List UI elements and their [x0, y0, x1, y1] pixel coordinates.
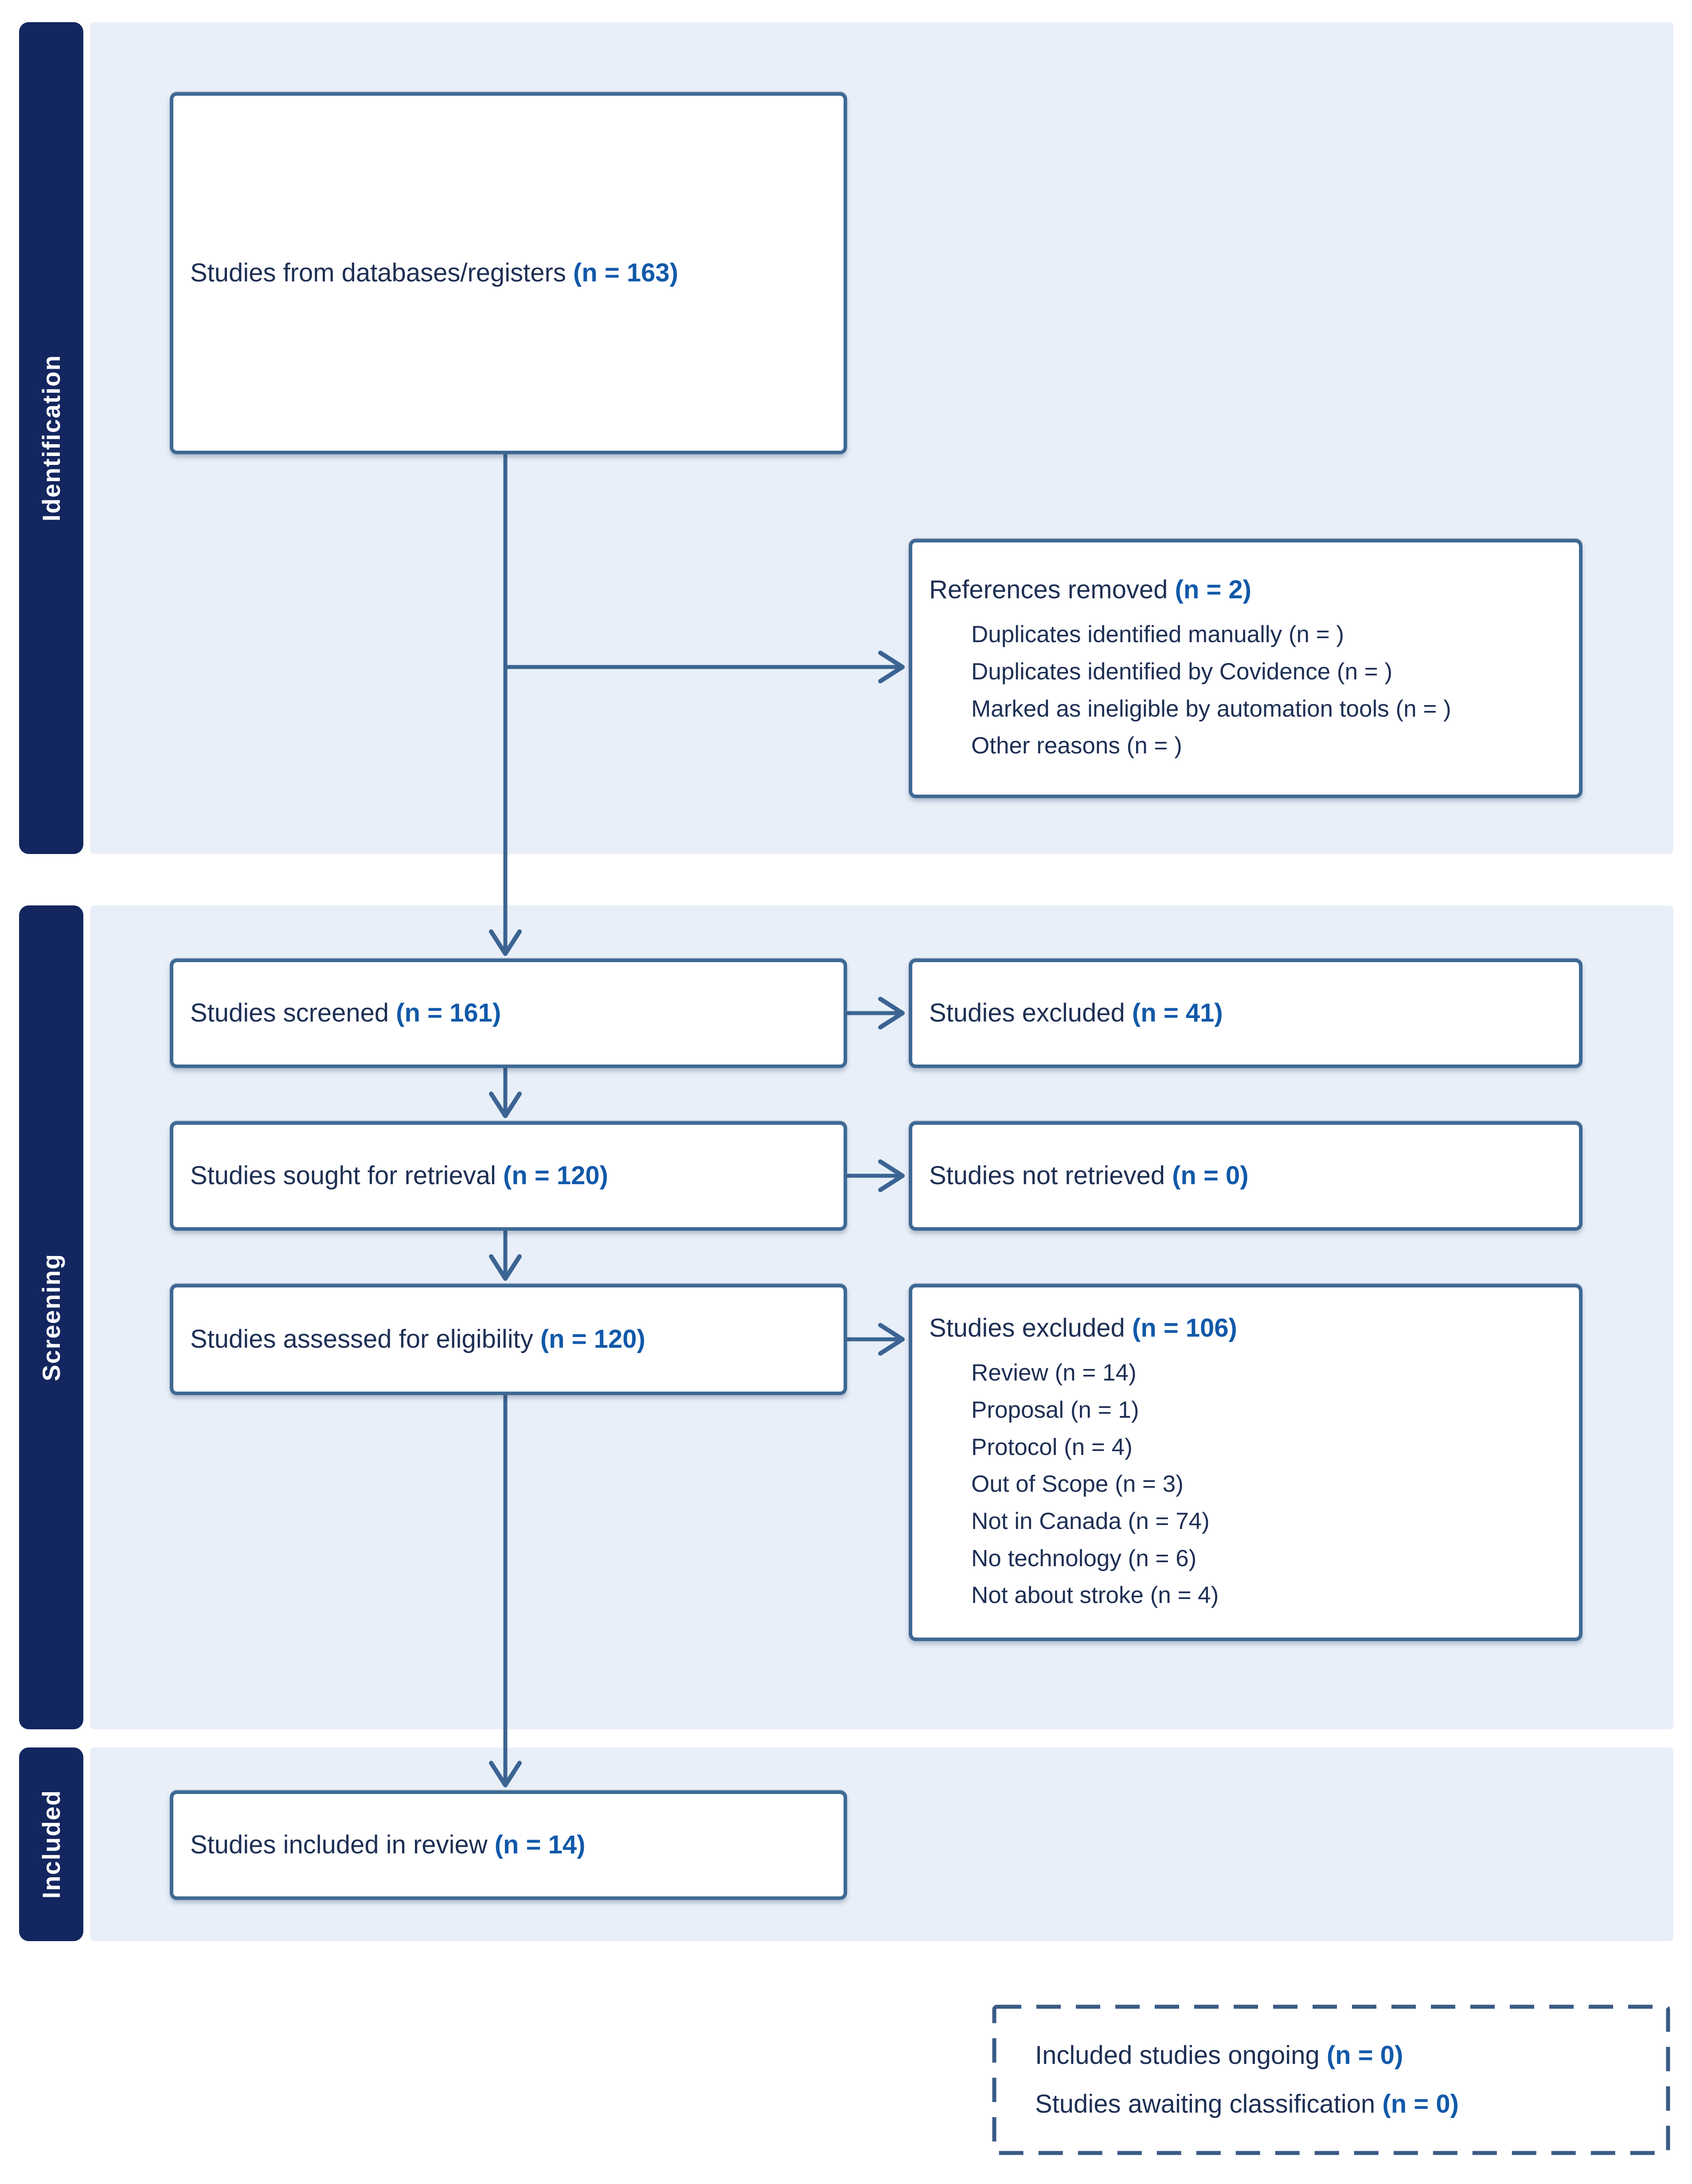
- removal-reason-item: Duplicates identified by Covidence (n = …: [971, 658, 1393, 685]
- box-count: (n = 163): [573, 258, 678, 288]
- arrow-sought-to-not-retrieved: [847, 1159, 905, 1192]
- box-studies-included-review: Studies included in review (n = 14): [170, 1790, 847, 1900]
- arrow-sought-to-assessed: [489, 1231, 522, 1281]
- box-studies-sought-retrieval: Studies sought for retrieval (n = 120): [170, 1121, 847, 1231]
- box-count: (n = 106): [1132, 1313, 1237, 1342]
- exclusion-reason-item: No technology (n = 6): [971, 1545, 1197, 1572]
- arrow-assessed-to-included: [489, 1395, 522, 1787]
- arrow-screened-to-excluded: [847, 997, 905, 1030]
- box-label: References removed: [929, 575, 1168, 604]
- exclusion-reason-item: Proposal (n = 1): [971, 1396, 1139, 1423]
- box-studies-assessed-eligibility: Studies assessed for eligibility (n = 12…: [170, 1284, 847, 1395]
- box-references-removed: References removed (n = 2) Duplicates id…: [909, 539, 1583, 798]
- arrow-screened-to-sought: [489, 1068, 522, 1118]
- box-label: Studies sought for retrieval: [190, 1161, 496, 1190]
- exclusion-reason-item: Out of Scope (n = 3): [971, 1471, 1184, 1498]
- box-label: Studies assessed for eligibility: [190, 1325, 533, 1354]
- box-count: (n = 161): [396, 998, 501, 1028]
- box-count: (n = 0): [1326, 2040, 1403, 2070]
- box-count: (n = 120): [540, 1325, 645, 1354]
- arrow-assessed-to-excluded-eligibility: [847, 1323, 905, 1356]
- removal-reason-item: Duplicates identified manually (n = ): [971, 621, 1344, 648]
- box-label: Studies screened: [190, 998, 389, 1028]
- box-count: (n = 41): [1132, 998, 1223, 1028]
- box-studies-excluded-eligibility: Studies excluded (n = 106) Review (n = 1…: [909, 1284, 1583, 1641]
- box-count: (n = 2): [1175, 575, 1251, 604]
- arrow-databases-to-screened: [489, 454, 522, 956]
- box-label: Studies from databases/registers: [190, 258, 566, 288]
- exclusion-reason-item: Protocol (n = 4): [971, 1434, 1133, 1460]
- box-count: (n = 14): [494, 1830, 586, 1860]
- included-stage-bar: Included: [19, 1747, 83, 1941]
- arrow-trunk-to-references-removed: [505, 651, 905, 683]
- exclusion-reason-item: Not in Canada (n = 74): [971, 1508, 1210, 1535]
- box-awaiting-classification: Included studies ongoing (n = 0) Studies…: [994, 2007, 1668, 2153]
- exclusion-reasons-list: Review (n = 14) Proposal (n = 1) Protoco…: [929, 1354, 1561, 1614]
- removal-reason-item: Marked as ineligible by automation tools…: [971, 695, 1451, 722]
- exclusion-reason-item: Review (n = 14): [971, 1360, 1137, 1386]
- box-studies-not-retrieved: Studies not retrieved (n = 0): [909, 1121, 1583, 1231]
- box-label: Studies excluded: [929, 1313, 1125, 1342]
- removal-reasons-list: Duplicates identified manually (n = ) Du…: [929, 616, 1561, 764]
- box-label: Included studies ongoing: [1035, 2040, 1320, 2070]
- box-studies-excluded-screening: Studies excluded (n = 41): [909, 959, 1583, 1068]
- box-count: (n = 120): [503, 1161, 608, 1190]
- identification-stage-bar: Identification: [19, 22, 83, 854]
- box-label: Studies excluded: [929, 998, 1125, 1028]
- box-count: (n = 0): [1382, 2090, 1459, 2118]
- box-label: Studies not retrieved: [929, 1161, 1165, 1190]
- box-studies-screened: Studies screened (n = 161): [170, 959, 847, 1068]
- box-label: Studies included in review: [190, 1830, 488, 1860]
- awaiting-box-dashed-border: [992, 2005, 1670, 2155]
- exclusion-reason-item: Not about stroke (n = 4): [971, 1582, 1219, 1609]
- screening-stage-bar: Screening: [19, 905, 83, 1729]
- removal-reason-item: Other reasons (n = ): [971, 733, 1182, 759]
- box-studies-from-databases: Studies from databases/registers (n = 16…: [170, 92, 847, 454]
- box-label: Studies awaiting classification: [1035, 2090, 1375, 2118]
- box-count: (n = 0): [1172, 1161, 1249, 1190]
